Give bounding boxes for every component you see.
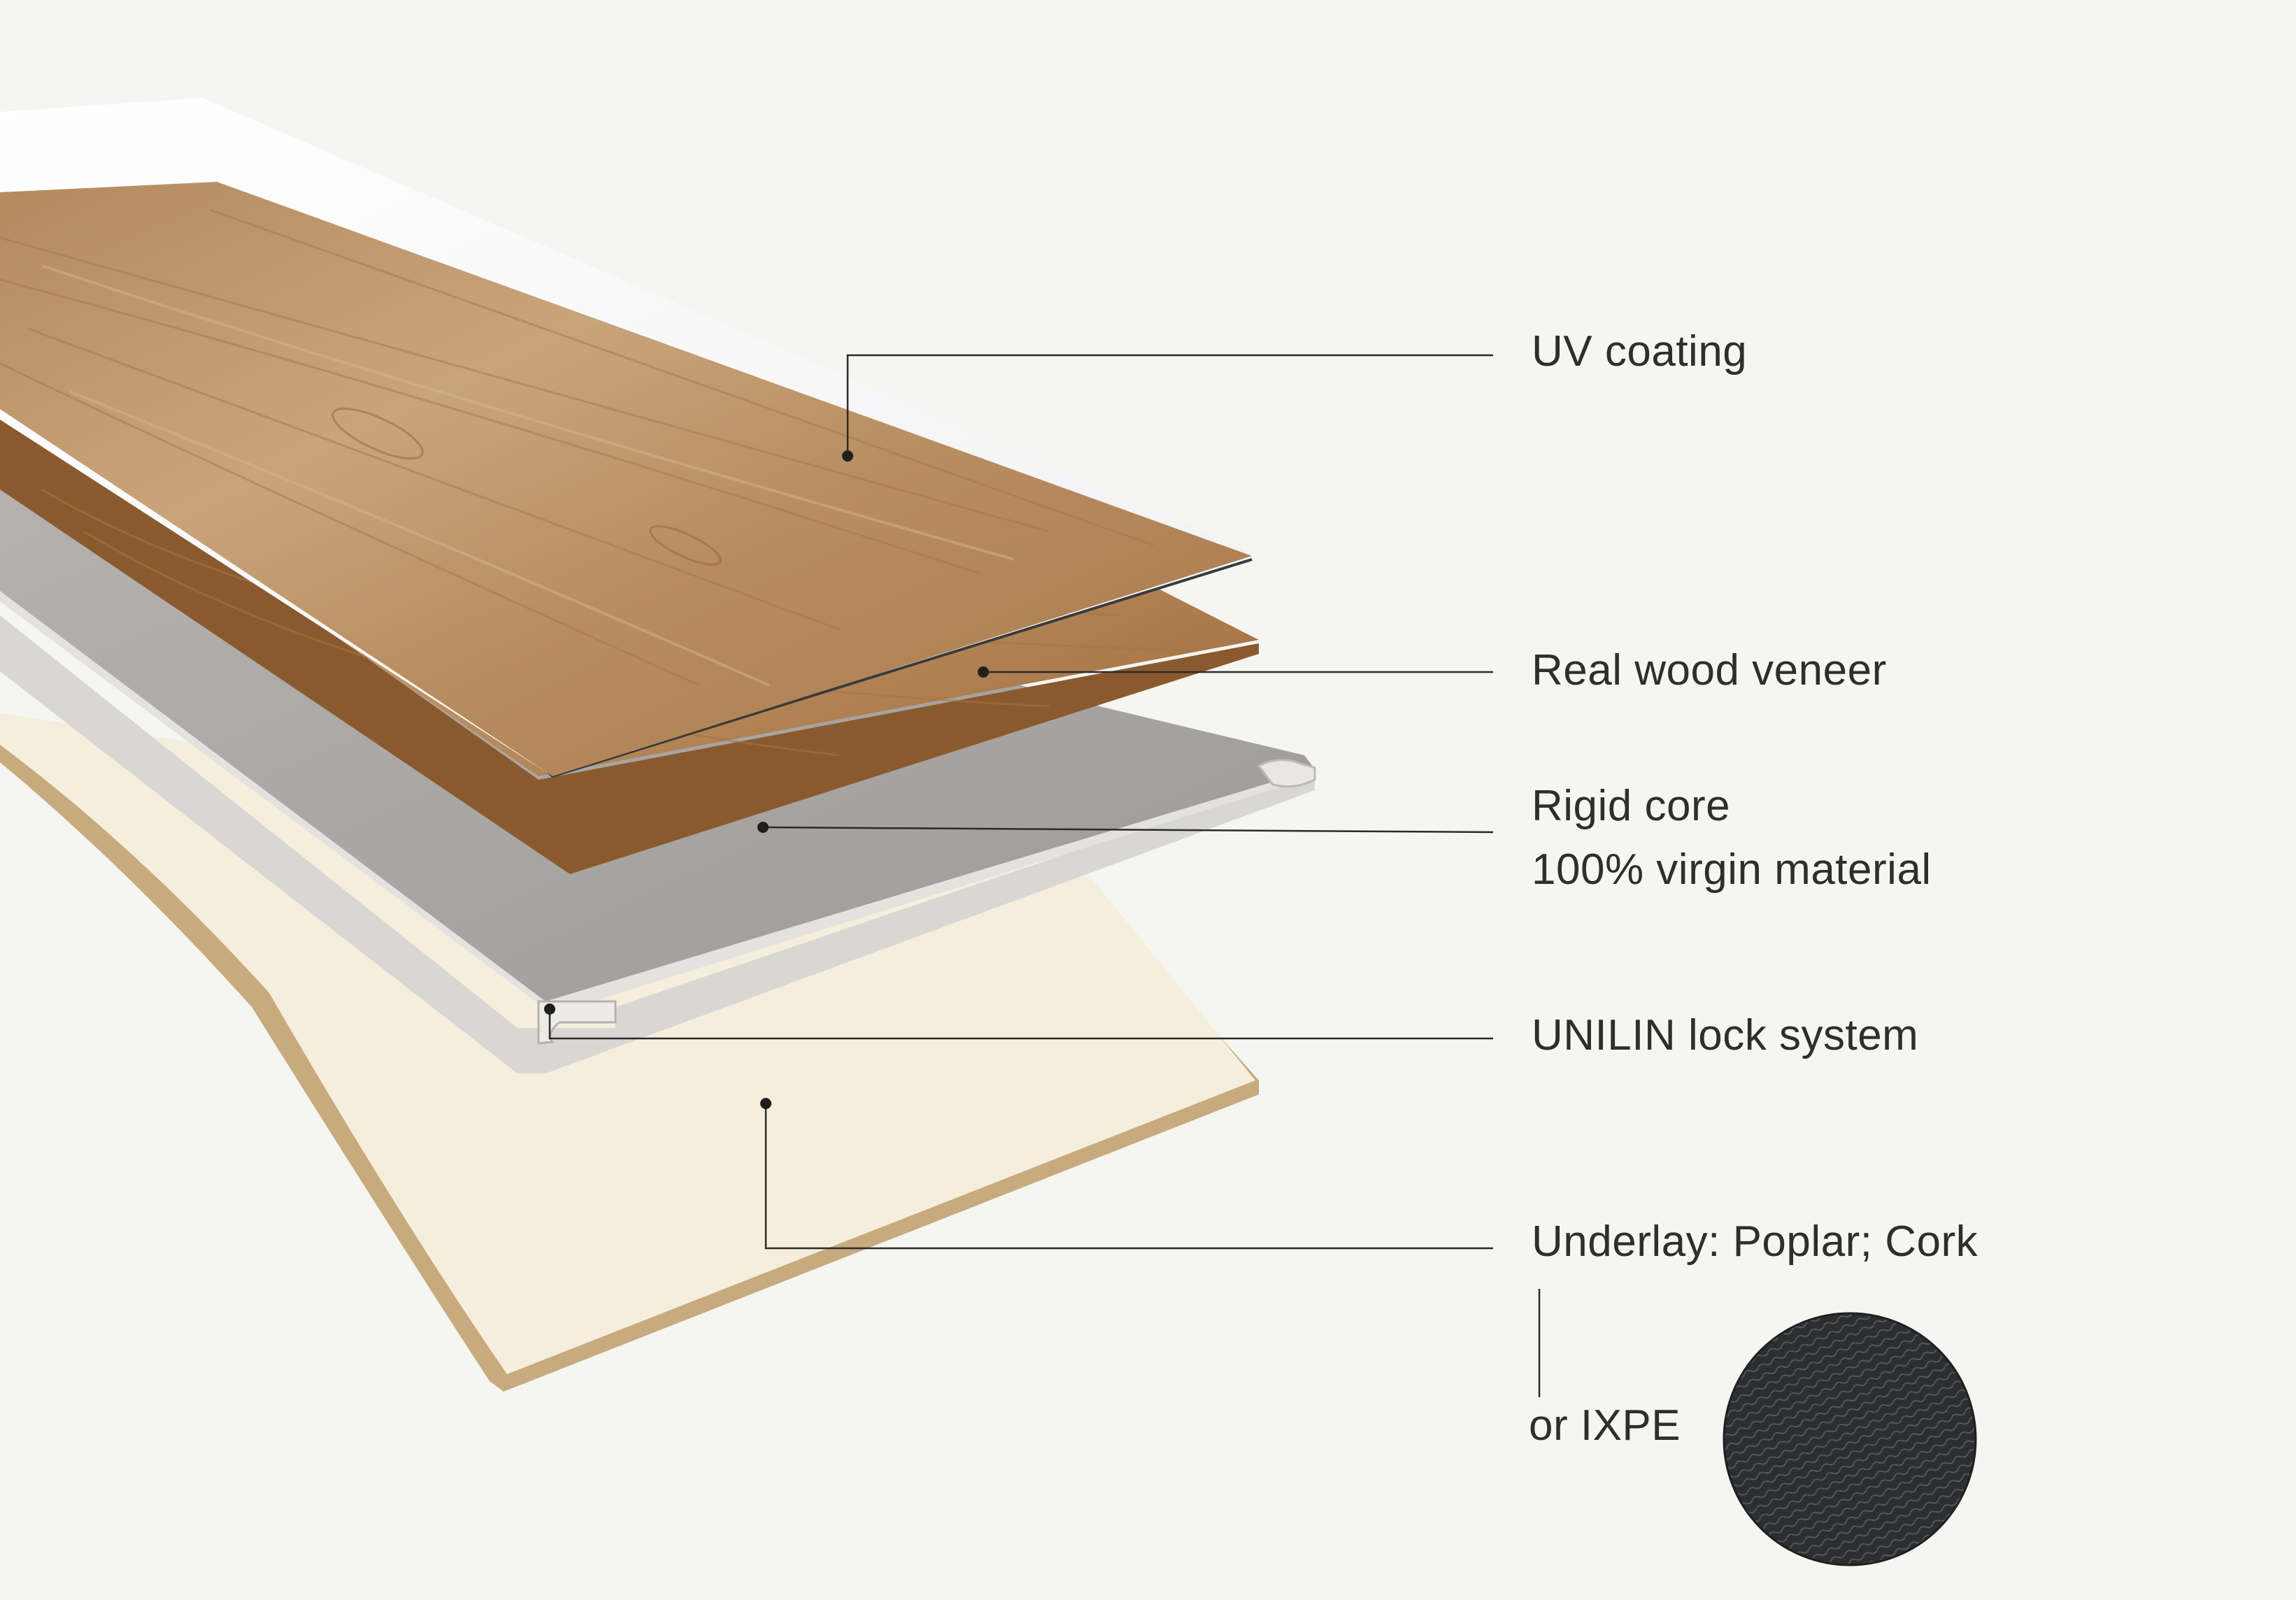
label-uv-coating: UV coating — [1532, 327, 1748, 376]
leader-lock — [548, 1009, 1493, 1040]
dot-underlay — [760, 1098, 771, 1109]
leader-uv — [846, 354, 1493, 456]
wood-surface — [0, 182, 1252, 776]
dot-core — [757, 822, 769, 833]
label-lock-system: UNILIN lock system — [1532, 1011, 1919, 1059]
label-real-wood-veneer: Real wood veneer — [1532, 646, 1887, 694]
label-ixpe-alternative: or IXPE — [1529, 1401, 1681, 1450]
leader-lines — [548, 354, 1541, 1397]
label-rigid-core-material: 100% virgin material — [1532, 845, 1932, 894]
dot-lock — [544, 1003, 555, 1015]
dot-veneer — [978, 666, 989, 678]
leader-core — [762, 826, 1494, 834]
leader-underlay — [764, 1103, 1493, 1250]
leader-dots — [544, 450, 989, 1109]
label-rigid-core: Rigid core — [1532, 782, 1731, 830]
ixpe-swatch — [1723, 1312, 1977, 1566]
dot-uv — [842, 450, 853, 462]
label-underlay: Underlay: Poplar; Cork — [1532, 1217, 1978, 1266]
